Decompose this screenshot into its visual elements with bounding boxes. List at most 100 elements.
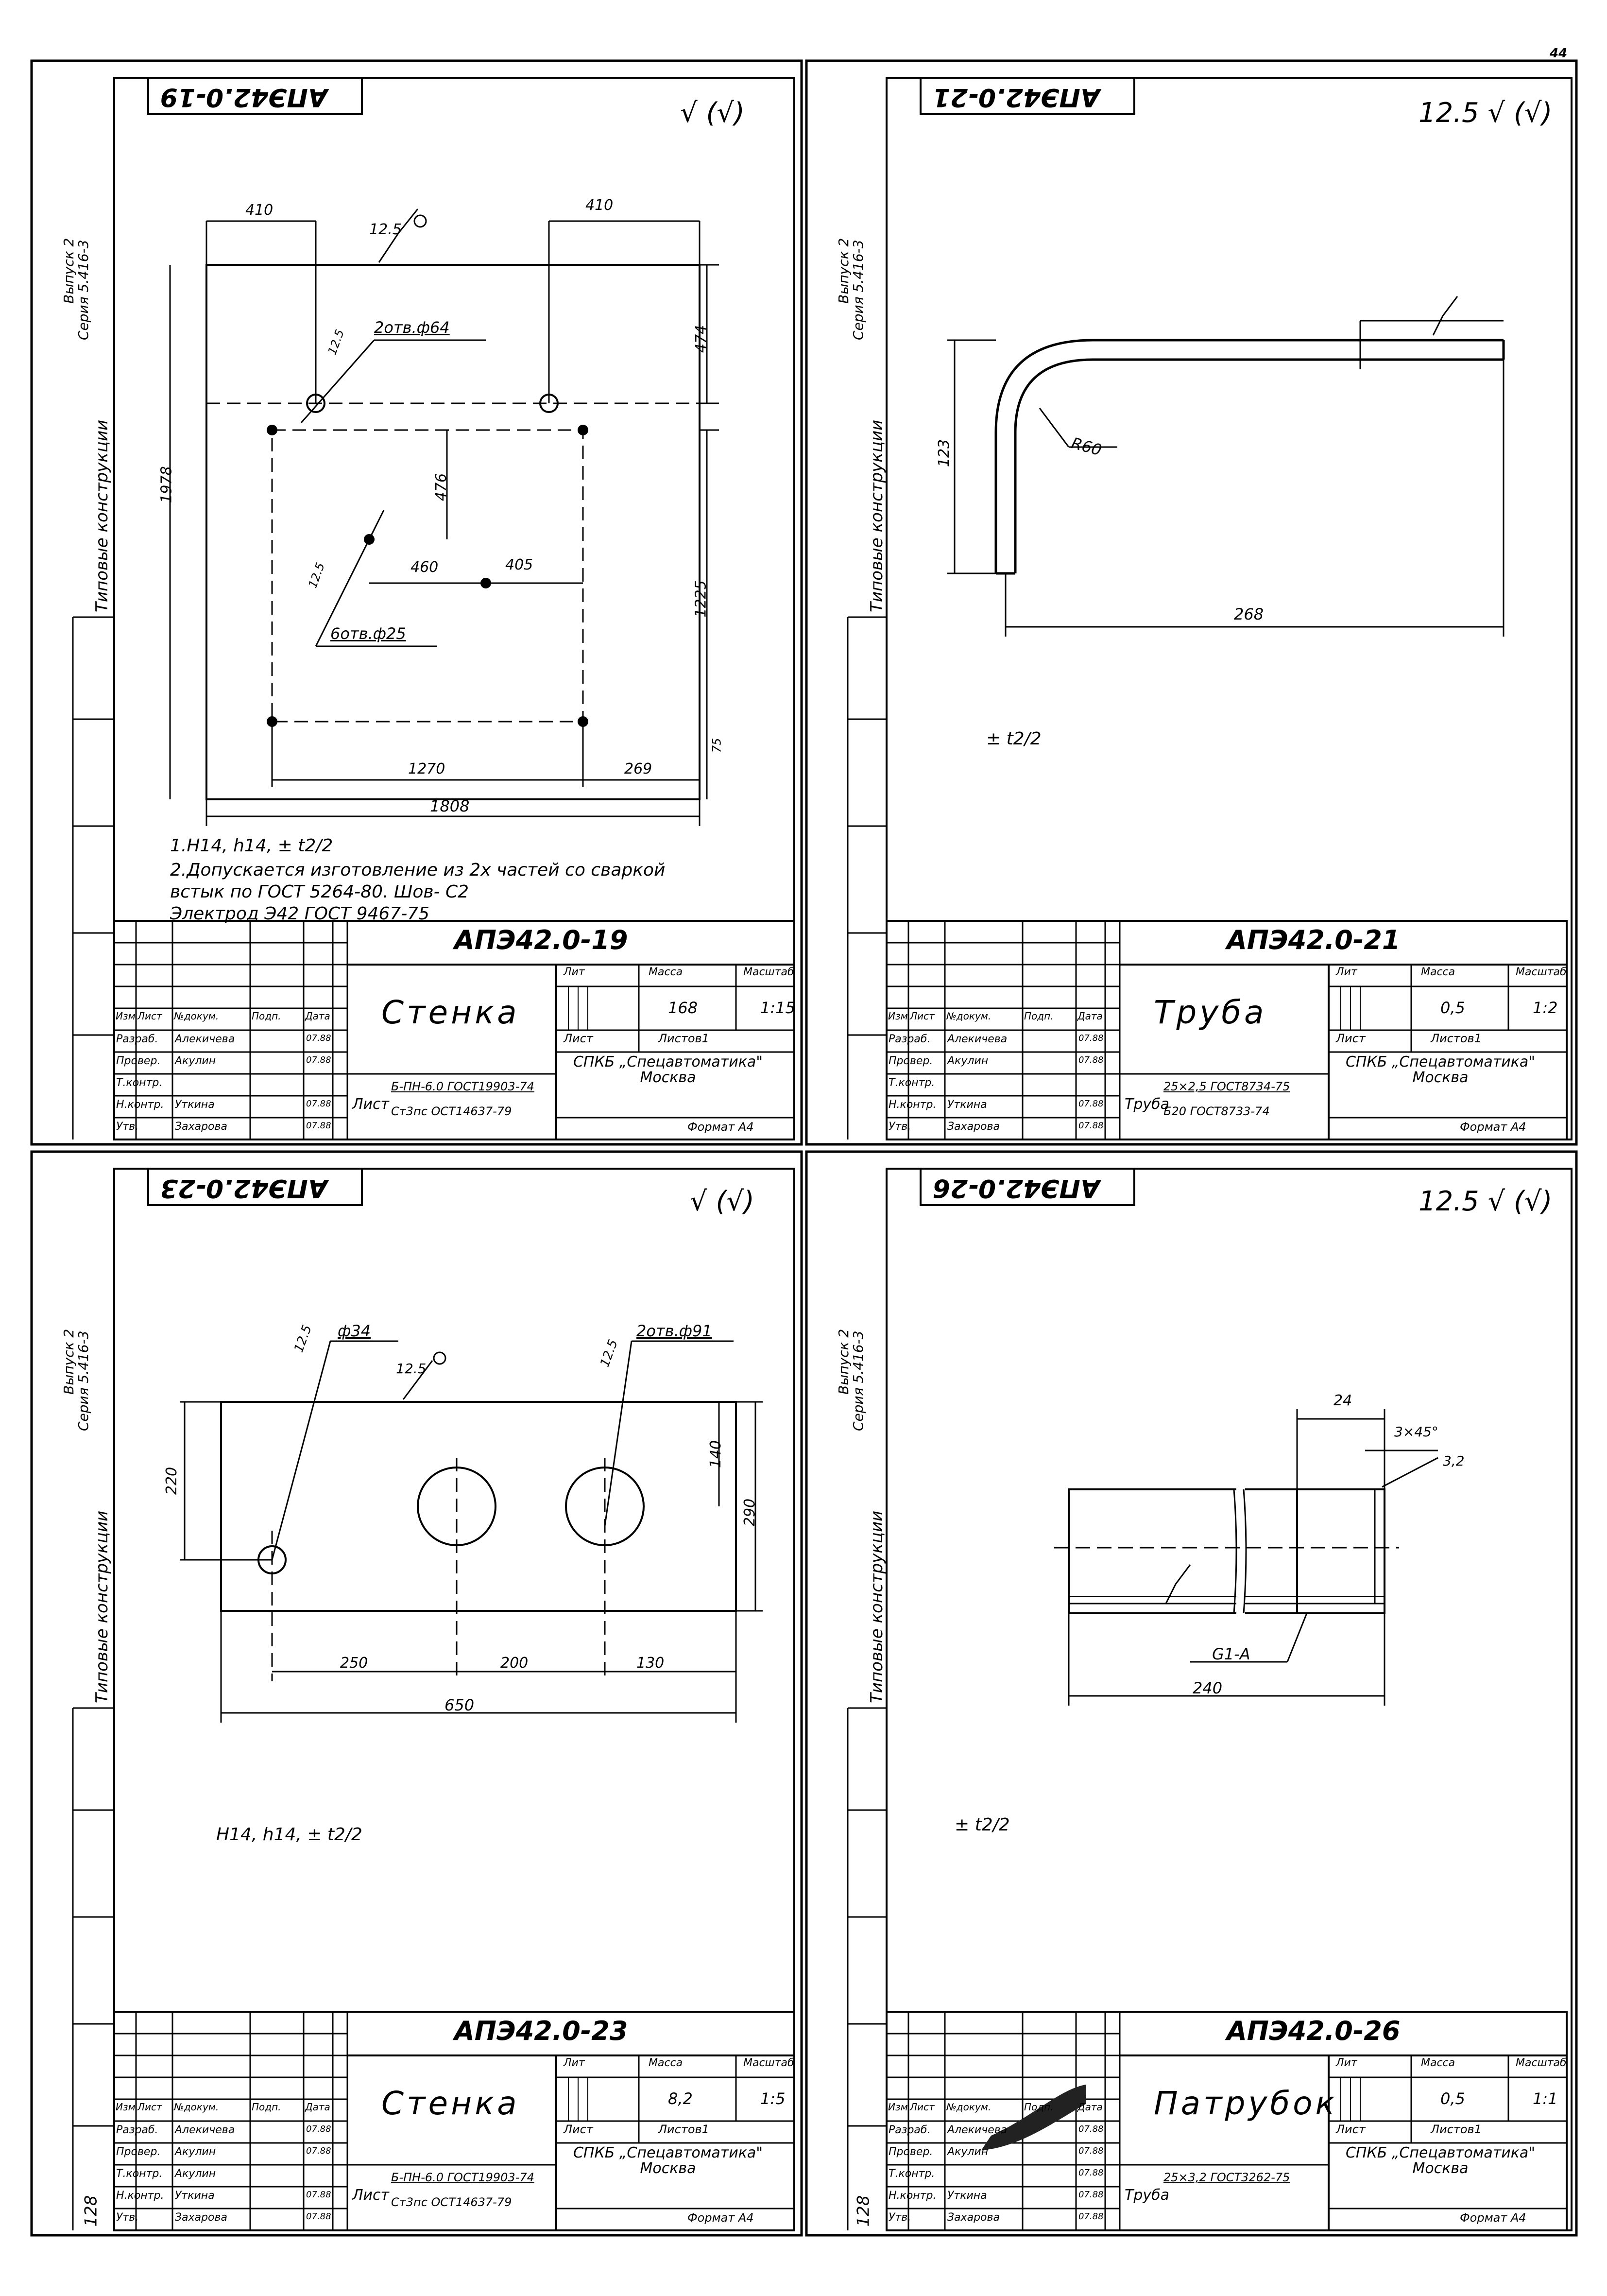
table-head-1: Лист [137,1010,162,1022]
signer-date: 07.88 [306,1121,331,1131]
note-1: 1.Н14, h14, ± t2/2 [170,836,333,856]
signer-role: Утв. [889,2211,911,2224]
signer-date: 07.88 [1078,2211,1104,2222]
roughness-label: 12.5 √ (√) [1419,97,1553,129]
dim-1270: 1270 [408,760,445,777]
material-prefix: Лист [352,2187,390,2204]
scale-value: 1:5 [760,2089,786,2108]
format-label: Формат А4 [1460,1120,1526,1134]
rotated-code: АПЭ42.0-26 [933,1174,1100,1203]
signer-name: Алекичева [175,2124,235,2136]
side-series: Серия 5.416-3 [850,240,866,340]
dim-1225: 1225 [692,580,710,618]
signer-name: Уткина [947,1099,987,1111]
side-issue: Выпуск 2 [61,238,77,304]
sheet-frame-26 [805,1150,1578,2237]
org-name: СПКБ „Спецавтоматика" Москва [573,2144,763,2177]
signer-name: Акулин [175,2168,216,2180]
org-name: СПКБ „Спецавтоматика" Москва [573,1053,763,1086]
material-top: Б-ПН-6.0 ГОСТ19903-74 [391,1080,534,1093]
part-title: Патрубок [1154,2085,1338,2122]
dim-1978: 1978 [158,466,175,503]
meta-lit-head: Лит [564,2057,585,2069]
meta-lit-head: Лит [564,966,585,978]
dim-75: 75 [710,738,724,753]
material-bottom: Б20 ГОСТ8733-74 [1163,1105,1270,1118]
roughness-3-2: 3,2 [1443,1453,1465,1469]
side-issue: Выпуск 2 [836,238,852,304]
signer-date: 07.88 [1078,2124,1104,2134]
signer-name: Алекичева [175,1033,235,1045]
mass-value: 168 [668,999,698,1017]
roughness-label: 12.5 √ (√) [1419,1186,1553,1217]
sheet-code: АПЭ42.0-21 [1227,925,1401,955]
side-title: Типовые конструкции [92,419,112,612]
sheets-label: Листов1 [1431,1032,1482,1045]
table-head-3: Подп. [1024,1010,1054,1022]
meta-mass-head: Масса [1421,966,1455,978]
roughness-label: √ (√) [680,97,745,129]
side-series: Серия 5.416-3 [75,1330,91,1431]
signer-date: 07.88 [306,2190,331,2200]
org-name: СПКБ „Спецавтоматика" Москва [1345,1053,1536,1086]
meta-mass-head: Масса [1421,2057,1455,2069]
signer-role: Утв. [889,1121,911,1133]
sheet-label: Лист [564,1032,593,1045]
scale-value: 1:15 [760,999,795,1017]
side-title: Типовые конструкции [867,1510,887,1703]
format-label: Формат А4 [1460,2211,1526,2225]
material-prefix: Труба [1125,2187,1170,2204]
table-head-4: Дата [1077,1010,1103,1022]
table-head-4: Дата [305,2101,330,2113]
sheets-label: Листов1 [1431,2123,1482,2136]
inventory-number: 128 [81,2195,101,2227]
sheet-label: Лист [564,2123,593,2136]
signer-date: 07.88 [1078,2146,1104,2156]
sheet-frame-23 [30,1150,803,2237]
dim-650: 650 [444,1696,475,1714]
signer-name: Уткина [947,2190,987,2202]
dim-24: 24 [1333,1392,1352,1409]
signer-date: 07.88 [1078,1033,1104,1043]
table-head-2: №докум. [174,2101,219,2113]
holes-25-label: 6отв.ф25 [330,624,406,643]
sheet-code: АПЭ42.0-23 [454,2016,628,2046]
dim-1808: 1808 [430,797,470,815]
dim-240: 240 [1193,1679,1223,1697]
dim-476: 476 [433,473,450,501]
signer-name: Акулин [947,2146,989,2158]
side-series: Серия 5.416-3 [850,1330,866,1431]
table-head-4: Дата [305,1010,330,1022]
side-issue: Выпуск 2 [836,1329,852,1395]
signer-role: Н.контр. [116,2190,164,2202]
dim-140: 140 [707,1440,725,1468]
table-head-3: Подп. [252,2101,281,2113]
table-head-1: Лист [137,2101,162,2113]
dim-290: 290 [741,1498,759,1527]
sheets-label: Листов1 [658,1032,709,1045]
sheet-label: Лист [1336,1032,1366,1045]
signer-role: Т.контр. [889,1077,935,1089]
signer-date: 07.88 [1078,1121,1104,1131]
note-4: Электрод Э42 ГОСТ 9467-75 [170,904,429,924]
dim-405: 405 [505,556,533,573]
table-head-3: Подп. [252,1010,281,1022]
tolerance-note: ± t2/2 [955,1815,1010,1835]
tolerance-note: Н14, h14, ± t2/2 [216,1825,362,1845]
sheet-code: АПЭ42.0-26 [1227,2016,1401,2046]
sheet-code: АПЭ42.0-19 [454,925,628,955]
rotated-code: АПЭ42.0-21 [933,83,1100,112]
chamfer-label: 3×45° [1394,1424,1438,1440]
part-title: Труба [1154,994,1267,1031]
org-name: СПКБ „Спецавтоматика" Москва [1345,2144,1536,2177]
dim-123: 123 [936,439,953,467]
dim-268: 268 [1234,605,1264,623]
signer-date: 07.88 [1078,1099,1104,1109]
part-title: Стенка [381,2085,520,2122]
sheet-label: Лист [1336,2123,1366,2136]
signer-role: Т.контр. [889,2168,935,2180]
dim-410-left: 410 [245,202,274,219]
signer-name: Алекичева [947,2124,1008,2136]
signer-role: Разраб. [116,1033,158,1045]
